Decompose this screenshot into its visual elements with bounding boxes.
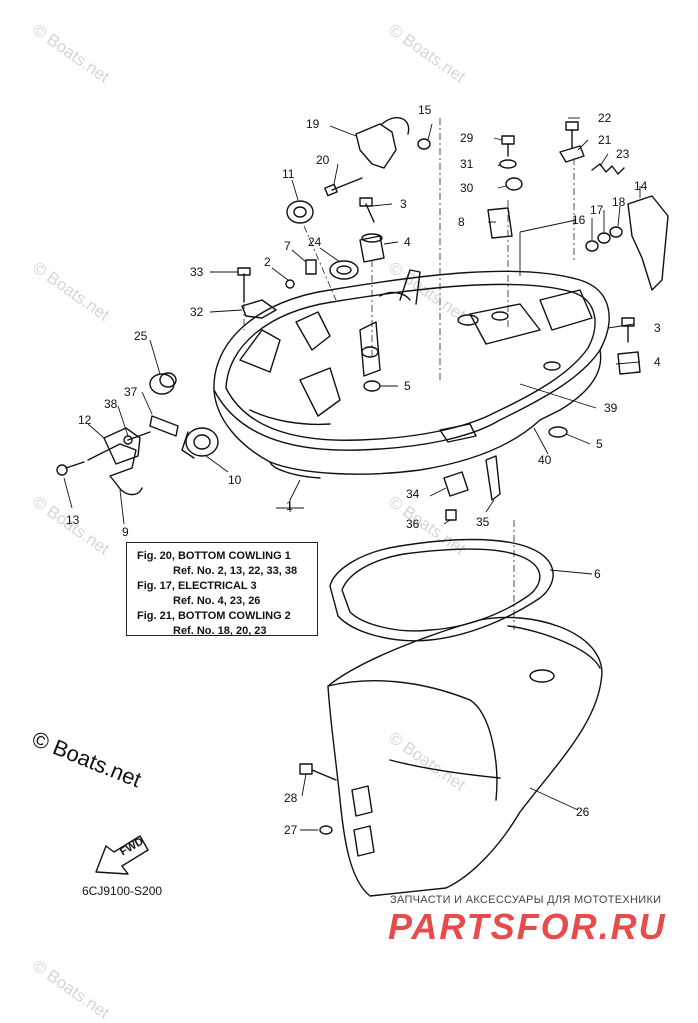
callout-6: 6 — [594, 567, 601, 581]
callout-18: 18 — [612, 195, 626, 209]
callout-30: 30 — [460, 181, 474, 195]
lower-cowling-part-26 — [327, 616, 603, 897]
callout-36: 36 — [406, 517, 420, 531]
reference-box: Fig. 20, BOTTOM COWLING 1 Ref. No. 2, 13… — [126, 542, 318, 637]
callout-9: 9 — [122, 525, 129, 539]
callout-16: 16 — [572, 213, 586, 227]
callout-32: 32 — [190, 305, 204, 319]
brand-logo[interactable]: PARTSFOR.RU — [388, 906, 667, 947]
callout-15: 15 — [418, 103, 432, 117]
callout-29: 29 — [460, 131, 474, 145]
callout-1: 1 — [286, 499, 293, 513]
callout-38: 38 — [104, 397, 118, 411]
callout-5: 5 — [404, 379, 411, 393]
bottom-cowling-tray — [213, 269, 610, 479]
callout-7: 7 — [284, 239, 291, 253]
callout-25: 25 — [134, 329, 148, 343]
footer-tagline: ЗАПЧАСТИ И АКСЕССУАРЫ ДЛЯ МОТОТЕХНИКИ — [390, 894, 662, 906]
callout-33: 33 — [190, 265, 204, 279]
reference-line: Ref. No. 18, 20, 23 — [173, 625, 267, 637]
diagram-code: 6CJ9100-S200 — [82, 884, 163, 898]
callout-20: 20 — [316, 153, 330, 167]
callout-21: 21 — [598, 133, 612, 147]
callout-4: 4 — [654, 355, 661, 369]
callout-26: 26 — [576, 805, 590, 819]
reference-line: Ref. No. 2, 13, 22, 33, 38 — [173, 565, 298, 577]
bracket-part-9 — [87, 443, 143, 496]
callout-28: 28 — [284, 791, 298, 805]
callout-3: 3 — [400, 197, 407, 211]
parts-diagram: © Boats.net © Boats.net © Boats.net © Bo… — [29, 20, 669, 1023]
reference-line: Ref. No. 4, 23, 26 — [173, 595, 261, 607]
callout-31: 31 — [460, 157, 474, 171]
callout-34: 34 — [406, 487, 420, 501]
callout-19: 19 — [306, 117, 320, 131]
callout-2: 2 — [264, 255, 271, 269]
callout-4: 4 — [404, 235, 411, 249]
callout-35: 35 — [476, 515, 490, 529]
callout-12: 12 — [78, 413, 92, 427]
callout-39: 39 — [604, 401, 618, 415]
callout-3: 3 — [654, 321, 661, 335]
callout-14: 14 — [634, 179, 648, 193]
callout-8: 8 — [458, 215, 465, 229]
fwd-arrow — [95, 835, 149, 875]
reference-line: Fig. 17, ELECTRICAL 3 — [137, 580, 257, 592]
callout-13: 13 — [66, 513, 80, 527]
exploded-view-drawing — [56, 116, 669, 897]
handle-part-19 — [355, 123, 397, 169]
callout-22: 22 — [598, 111, 612, 125]
callout-40: 40 — [538, 453, 552, 467]
callout-11: 11 — [282, 167, 295, 181]
callout-24: 24 — [308, 235, 322, 249]
callout-23: 23 — [616, 147, 630, 161]
lever-part-14 — [627, 195, 669, 291]
callout-10: 10 — [228, 473, 242, 487]
reference-line: Fig. 21, BOTTOM COWLING 2 — [137, 610, 291, 622]
reference-line: Fig. 20, BOTTOM COWLING 1 — [137, 550, 291, 562]
callout-27: 27 — [284, 823, 298, 837]
callout-5: 5 — [596, 437, 603, 451]
callout-37: 37 — [124, 385, 138, 399]
callout-17: 17 — [590, 203, 604, 217]
